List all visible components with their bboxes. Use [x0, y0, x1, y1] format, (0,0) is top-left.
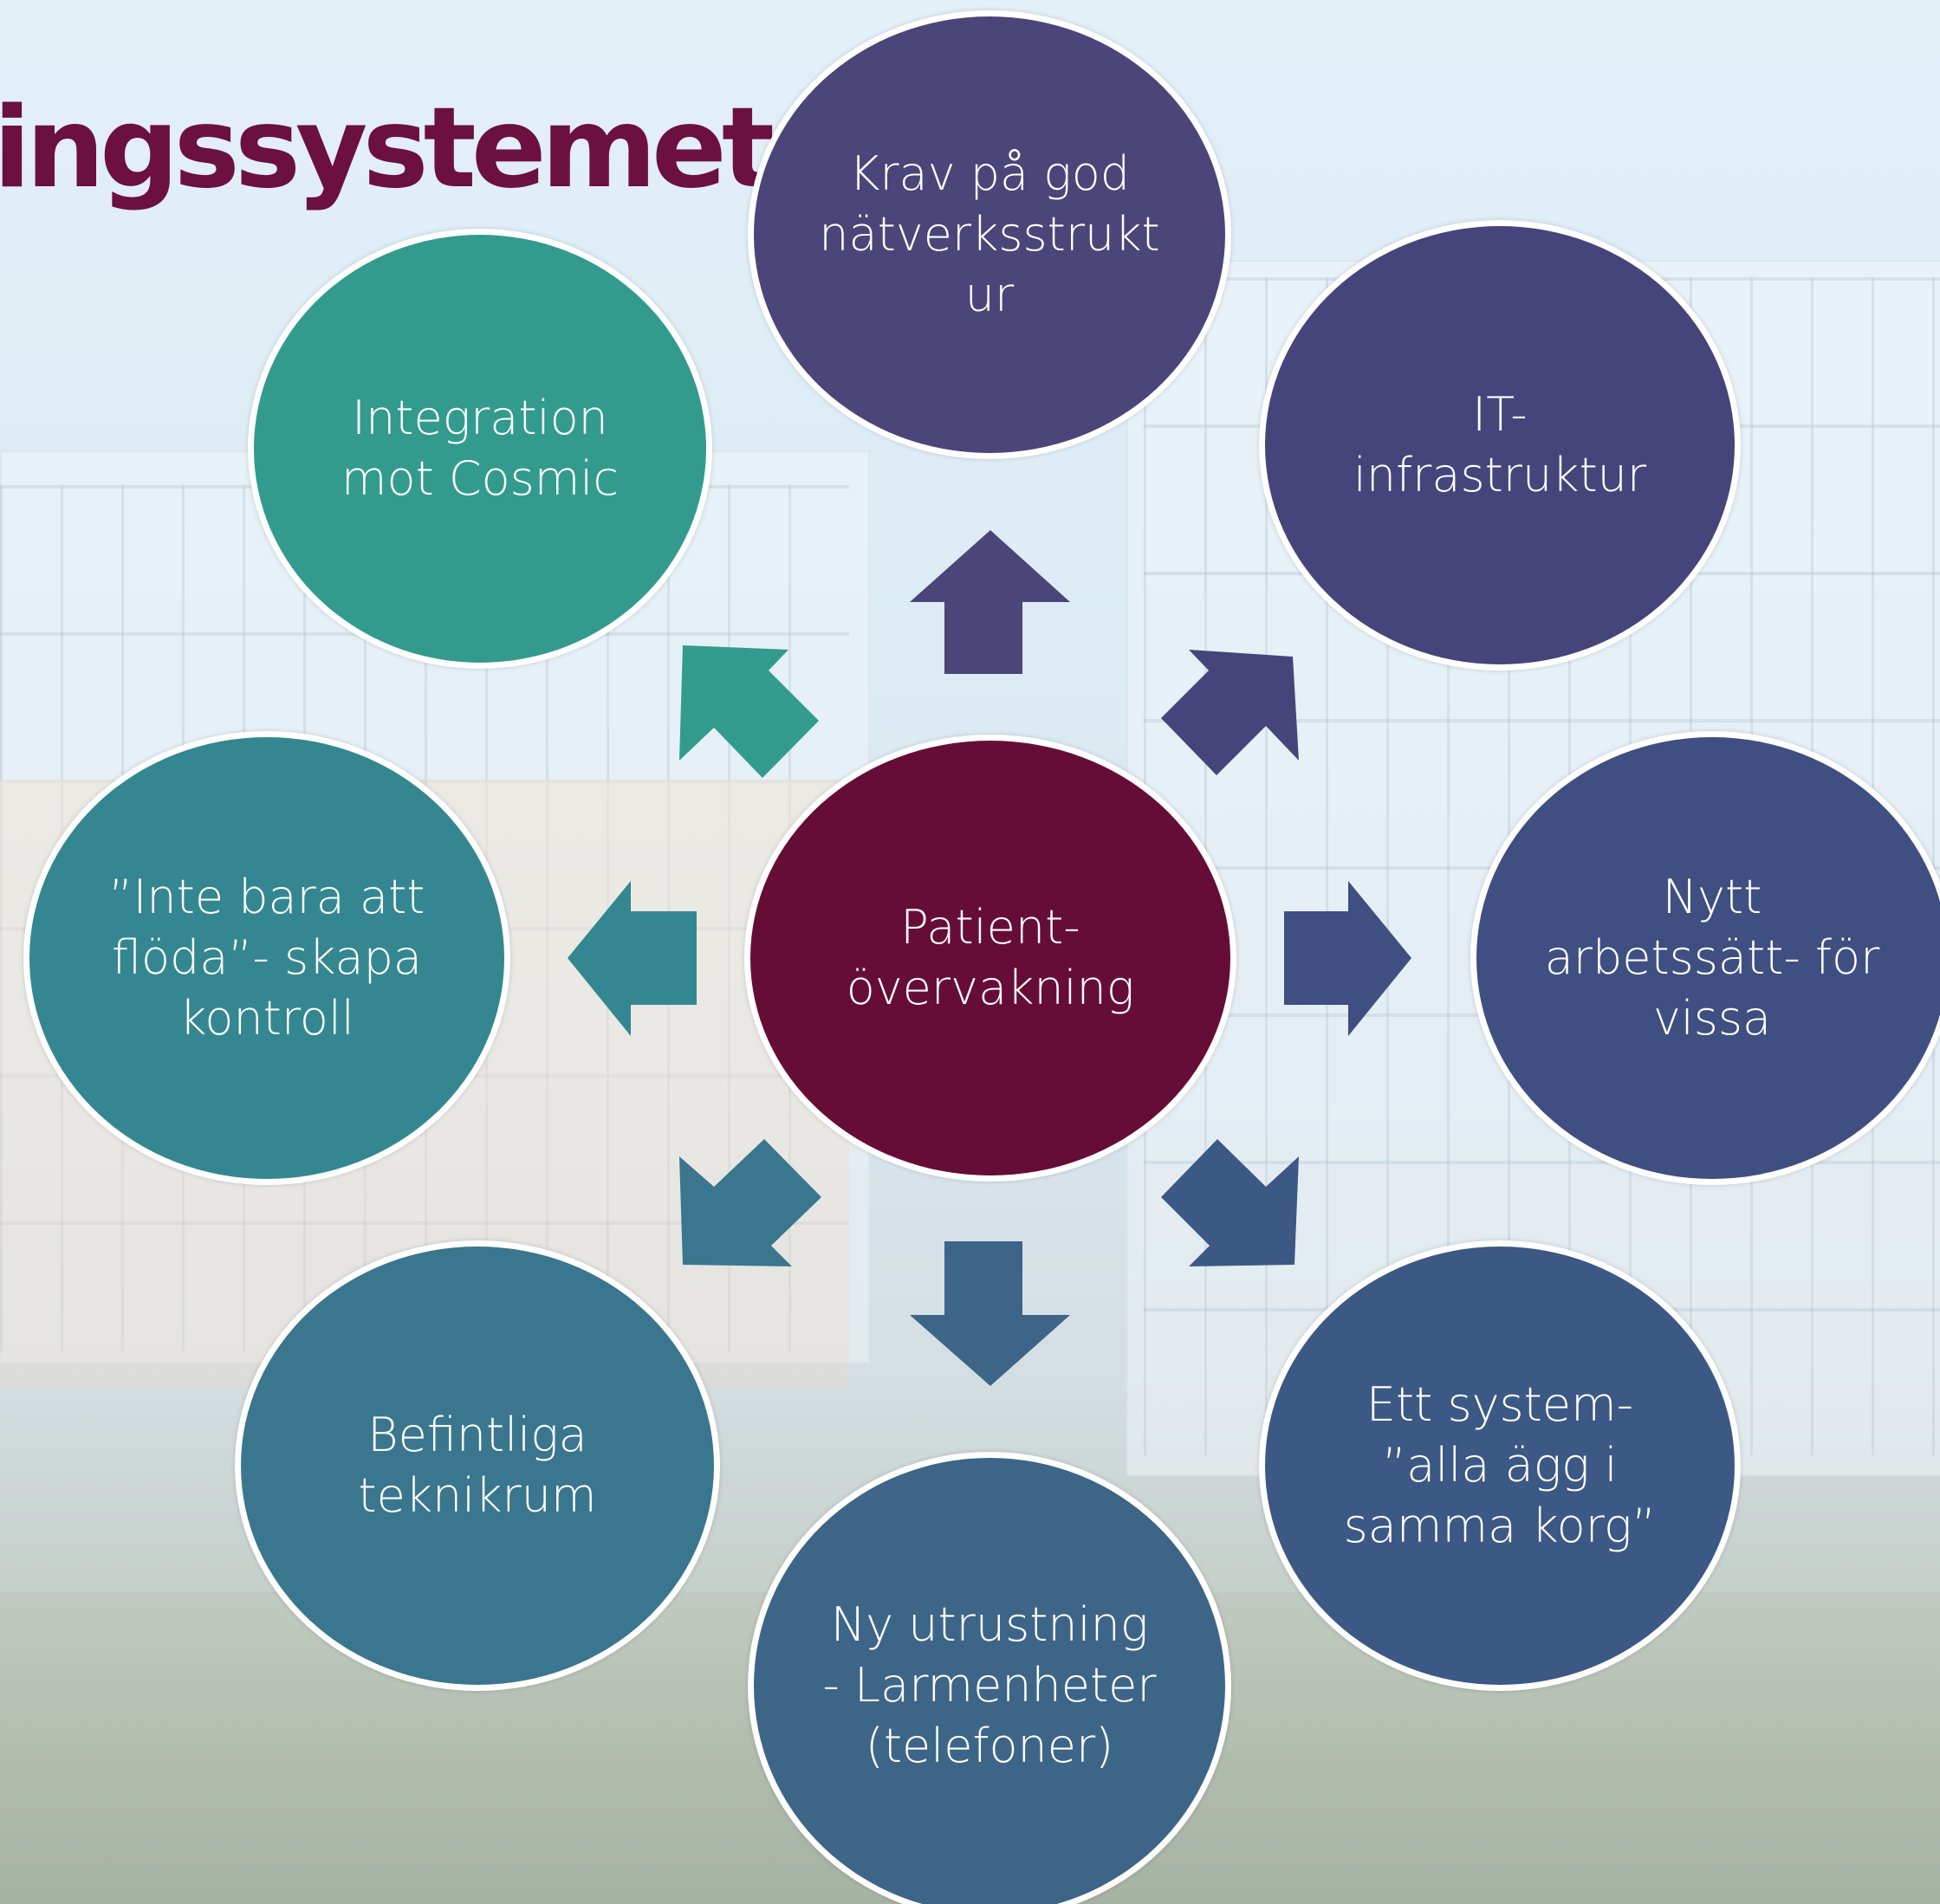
node-label: Nytt arbetssätt- för vissa — [1544, 870, 1880, 1046]
node-label: Integration mot Cosmic — [341, 391, 620, 506]
arrow-up-left — [679, 645, 819, 778]
node-network-structure: Krav på god nätverksstrukt ur — [748, 10, 1231, 459]
arrow-left — [568, 881, 697, 1036]
arrow-down — [910, 1241, 1070, 1386]
node-label: Krav på god nätverksstrukt ur — [819, 146, 1160, 322]
slide-title: ingssystemet — [0, 84, 775, 213]
node-label: Befintliga teknikrum — [358, 1408, 597, 1523]
arrow-right — [1284, 881, 1411, 1036]
arrow-up — [910, 530, 1070, 674]
node-new-working-method: Nytt arbetssätt- för vissa — [1470, 731, 1940, 1185]
arrow-up-right — [1161, 650, 1299, 775]
node-cosmic-integration: Integration mot Cosmic — [248, 229, 712, 669]
node-it-infrastructure: IT- infrastruktur — [1259, 220, 1741, 670]
node-one-system: Ett system- ”alla ägg i samma korg” — [1259, 1240, 1741, 1691]
arrow-down-left — [679, 1139, 821, 1266]
node-center-patient-monitoring: Patient- övervakning — [744, 735, 1236, 1182]
node-label: Ny utrustning - Larmenheter (telefoner) — [822, 1597, 1157, 1773]
node-label: IT- infrastruktur — [1353, 387, 1647, 502]
center-label: Patient- övervakning — [846, 900, 1135, 1015]
node-create-control: ”Inte bara att flöda”- skapa kontroll — [23, 731, 510, 1185]
node-label: ”Inte bara att flöda”- skapa kontroll — [108, 870, 425, 1046]
node-label: Ett system- ”alla ägg i samma korg” — [1343, 1377, 1657, 1553]
node-existing-tech-rooms: Befintliga teknikrum — [235, 1240, 720, 1691]
arrow-down-right — [1161, 1139, 1299, 1266]
node-new-equipment: Ny utrustning - Larmenheter (telefoner) — [748, 1452, 1231, 1904]
